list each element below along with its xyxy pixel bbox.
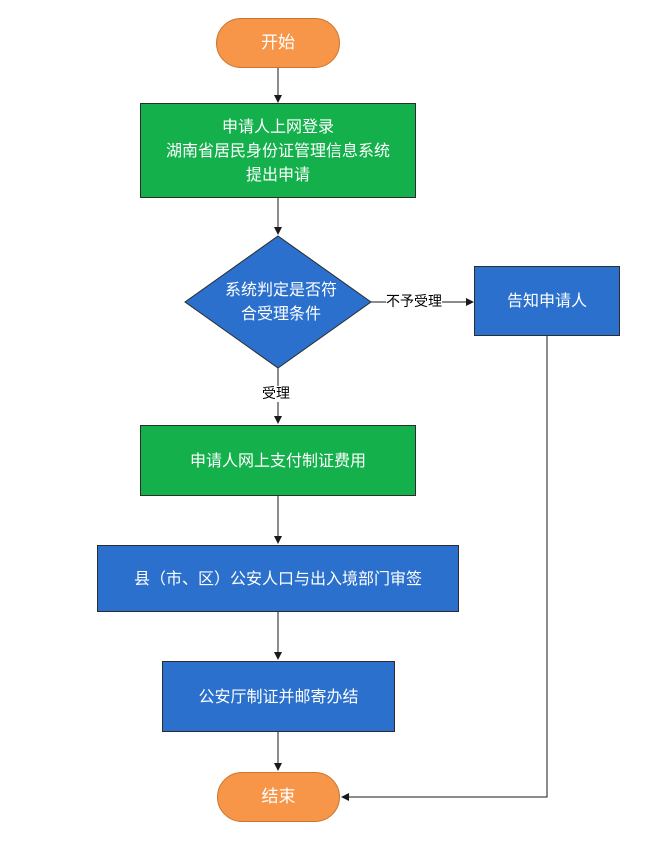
notify-applicant-node: 告知申请人 (474, 266, 620, 336)
decision-line-2: 合受理条件 (240, 304, 321, 323)
accept-edge-label: 受理 (262, 386, 290, 402)
notify-label: 告知申请人 (506, 291, 587, 310)
payment-step: 申请人网上支付制证费用 (140, 425, 416, 496)
produce-step: 公安厅制证并邮寄办结 (162, 661, 395, 732)
produce-label: 公安厅制证并邮寄办结 (198, 686, 359, 706)
login-line-2: 湖南省居民身份证管理信息系统 (165, 140, 390, 160)
login-line-1: 申请人上网登录 (221, 116, 334, 136)
decision-label: 系统判定是否符 合受理条件 (186, 276, 376, 328)
end-label: 结束 (261, 787, 296, 807)
login-step: 申请人上网登录 湖南省居民身份证管理信息系统 提出申请 (140, 103, 416, 198)
start-label: 开始 (261, 33, 295, 53)
start-node: 开始 (216, 18, 340, 68)
decision-line-1: 系统判定是否符 (224, 280, 337, 299)
arrow-notify-to-end (341, 336, 548, 801)
end-node: 结束 (217, 772, 340, 822)
reject-edge-label: 不予受理 (386, 294, 442, 310)
login-line-3: 提出申请 (245, 164, 310, 184)
review-step: 县（市、区）公安人口与出入境部门审签 (97, 545, 459, 612)
payment-label: 申请人网上支付制证费用 (189, 450, 366, 470)
review-label: 县（市、区）公安人口与出入境部门审签 (133, 568, 422, 588)
